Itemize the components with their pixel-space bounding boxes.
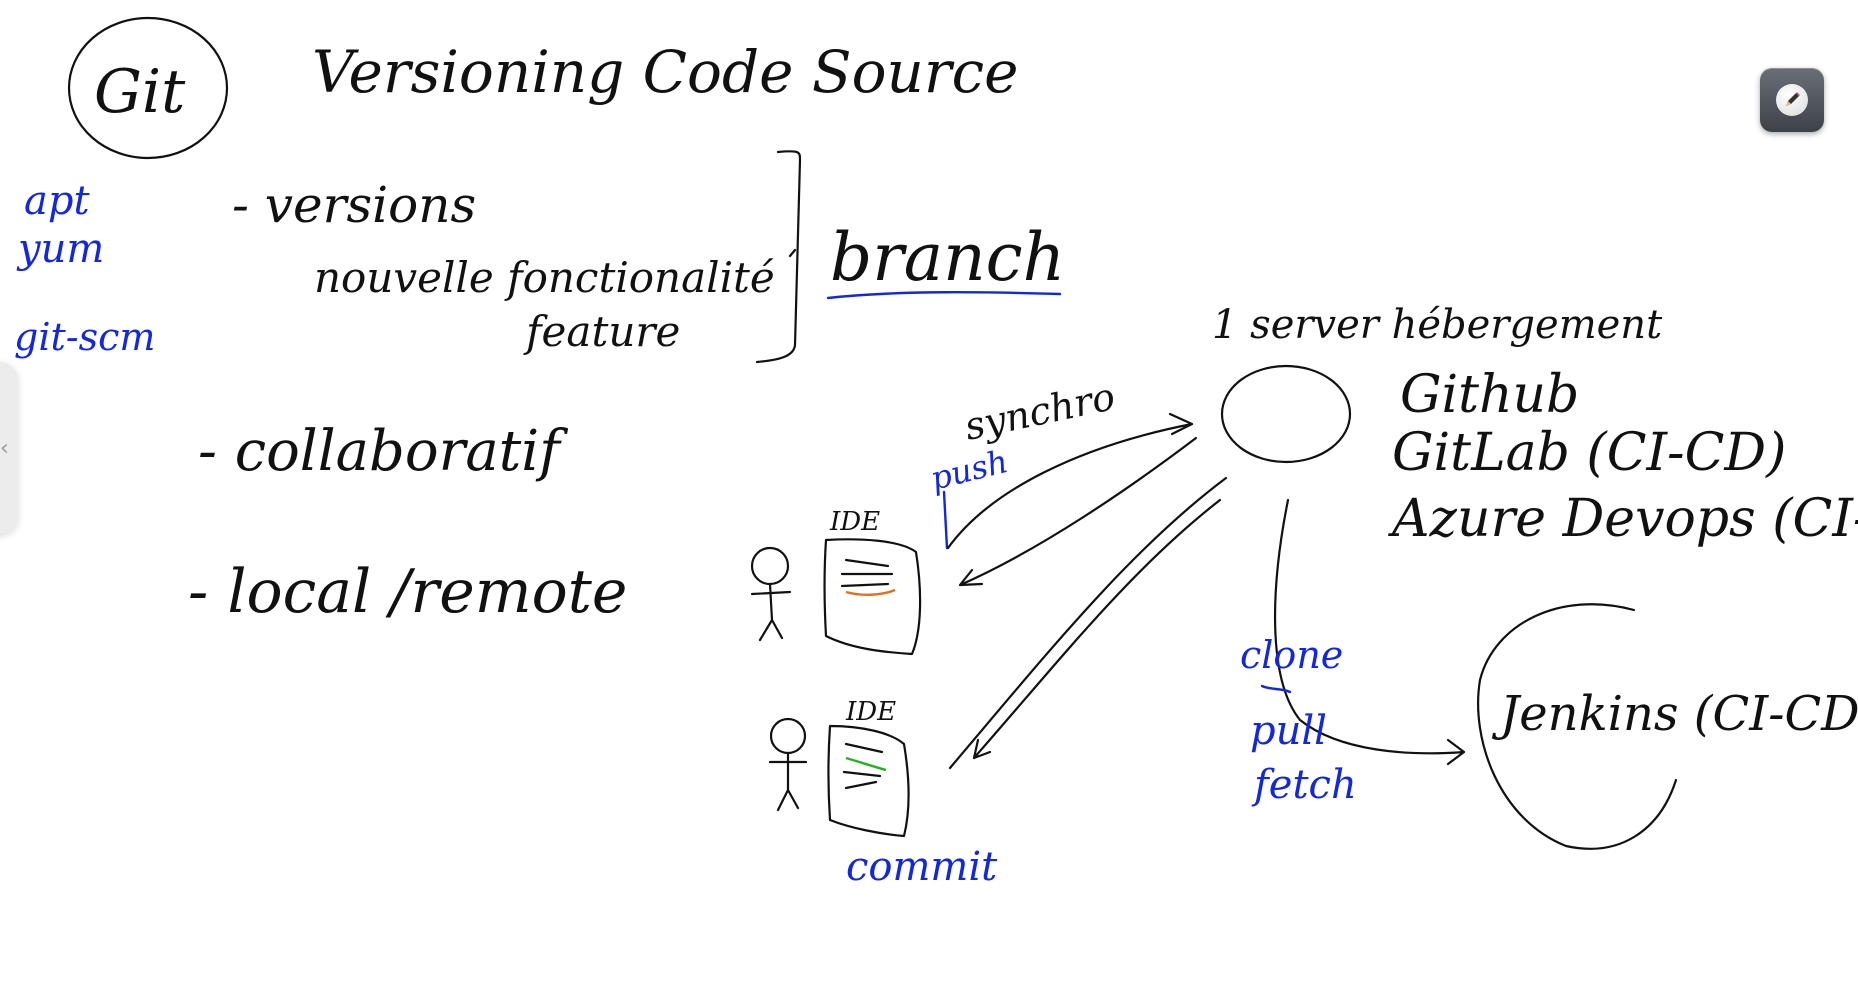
clone-underline <box>1260 684 1292 694</box>
synchro-label: synchro <box>961 374 1119 449</box>
fetch-label: fetch <box>1251 762 1357 808</box>
push-label: push <box>927 442 1012 498</box>
version-detail-1: nouvelle fonctionalité <box>314 253 775 302</box>
ide-green-line <box>845 756 887 772</box>
ide-label-1: IDE <box>829 507 880 537</box>
pull-label: pull <box>1250 708 1327 754</box>
ide-box-2 <box>827 724 910 838</box>
server-label: 1 server hébergement <box>1212 302 1663 348</box>
jenkins-label: Jenkins (CI-CD) <box>1491 686 1858 742</box>
developer-1 <box>750 546 792 642</box>
note-yum: yum <box>16 226 104 272</box>
git-title: Git <box>94 57 186 127</box>
bracket <box>755 150 802 364</box>
pen-tool-button[interactable] <box>1760 68 1824 132</box>
branch-underline <box>826 291 1062 300</box>
push-stroke <box>942 490 949 550</box>
host-gitlab: GitLab (CI-CD) <box>1392 423 1786 483</box>
host-github: Github <box>1400 365 1579 425</box>
version-detail-2: feature <box>523 307 680 356</box>
jenkins-circle <box>1477 603 1678 850</box>
clone-label: clone <box>1240 633 1343 677</box>
server-circle <box>1220 364 1352 464</box>
commit-label: commit <box>846 844 998 890</box>
branch-label: branch <box>830 219 1065 296</box>
note-git-scm: git-scm <box>14 315 155 359</box>
bracket-divider <box>788 248 797 258</box>
host-azure: Azure Devops (CI-CD) <box>1388 489 1858 549</box>
ide-lines-2 <box>842 742 884 790</box>
ide-orange-line <box>845 588 896 596</box>
arrow-clone <box>1273 498 1466 766</box>
bullet-local-remote: - local /remote <box>188 557 627 627</box>
ide-box-1 <box>823 538 922 656</box>
arrow-commit-down <box>948 476 1228 770</box>
side-panel-tab[interactable]: ‹ <box>0 362 18 534</box>
pencil-icon <box>1776 84 1808 116</box>
arrow-push <box>946 412 1194 550</box>
git-circle <box>67 16 229 160</box>
subtitle: Versioning Code Source <box>312 38 1018 106</box>
ide-lines-1 <box>840 558 894 588</box>
arrow-commit-up <box>972 498 1222 760</box>
ide-label-2: IDE <box>845 697 896 727</box>
bullet-versions: - versions <box>232 176 476 234</box>
chevron-left-icon: ‹ <box>0 436 9 461</box>
developer-2 <box>768 717 808 812</box>
arrow-pull <box>958 436 1198 587</box>
bullet-collaboratif: - collaboratif <box>198 419 569 484</box>
note-apt: apt <box>24 178 90 224</box>
